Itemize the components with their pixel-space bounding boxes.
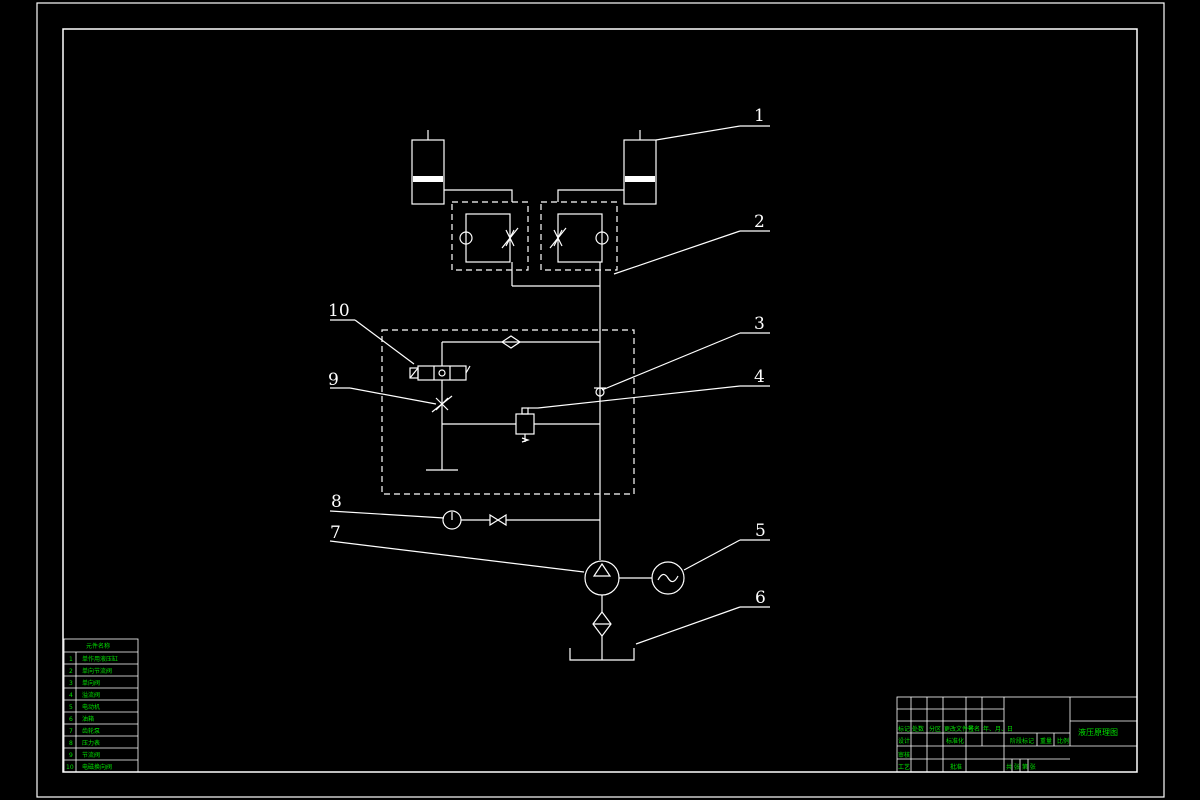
gear-pump-7 — [584, 560, 652, 596]
legend-row-no: 3 — [69, 680, 73, 687]
title-block-row-label: 签名 — [968, 725, 980, 733]
leader-lines — [329, 125, 770, 645]
callout-3: 3 — [754, 314, 765, 334]
legend-row-no: 1 — [69, 656, 73, 663]
main-pressure-line — [511, 262, 601, 560]
oil-tank-6 — [569, 595, 635, 661]
title-block-design: 设计 — [898, 737, 910, 745]
legend-row-no: 8 — [69, 740, 73, 747]
legend-row-no: 6 — [69, 716, 73, 723]
outer-sheet-border — [36, 2, 1165, 798]
legend-row-no: 7 — [69, 728, 73, 735]
title-block-row-label: 分区 — [929, 725, 941, 733]
title-block-weight: 重量 — [1040, 737, 1052, 745]
legend-row-name: 单作用液压缸 — [82, 655, 118, 663]
legend-row-name: 压力表 — [82, 739, 100, 747]
right-cylinder — [623, 130, 657, 205]
title-block-review: 审核 — [898, 751, 910, 759]
callout-1: 1 — [754, 106, 765, 126]
title-block-row-label: 年、月、日 — [983, 725, 1013, 733]
legend-row-name: 电动机 — [82, 703, 100, 711]
callout-10: 10 — [328, 301, 350, 321]
callout-4: 4 — [754, 367, 765, 387]
legend-title: 元件名称 — [86, 642, 110, 650]
title-block-stage-mark: 阶段标记 — [1010, 737, 1034, 745]
legend-row-name: 单向节流阀 — [82, 667, 112, 675]
inner-drawing-frame — [62, 28, 1138, 773]
title-block-row-label: 更改文件号 — [944, 725, 974, 733]
callout-2: 2 — [754, 212, 765, 232]
legend-row-name: 溢流阀 — [82, 691, 100, 699]
callout-5: 5 — [755, 521, 766, 541]
legend-row-no: 5 — [69, 704, 73, 711]
legend-row-no: 2 — [69, 668, 73, 675]
component-legend-table: 元件名称 1 单作用液压缸 2 单向节流阀 3 单向阀 4 溢流阀 5 电动机 … — [63, 638, 139, 773]
callout-8: 8 — [331, 492, 342, 512]
electric-motor-5 — [651, 561, 685, 595]
drawing-title: 液压原理图 — [1078, 727, 1118, 737]
title-block-standardization: 标准化 — [946, 737, 964, 745]
callout-7: 7 — [330, 523, 341, 543]
cylinder-connection-lines — [444, 189, 624, 202]
left-cylinder — [411, 130, 445, 205]
legend-row-no: 9 — [69, 752, 73, 759]
legend-row-no: 10 — [66, 764, 74, 771]
legend-row-name: 节流阀 — [82, 751, 100, 759]
callout-9: 9 — [328, 370, 339, 390]
title-block-row-label: 标记 — [898, 725, 910, 733]
right-throttle-valve — [540, 201, 618, 271]
solenoid-directional-valve — [409, 342, 471, 381]
relief-valve-4 — [442, 407, 600, 443]
pressure-gauge-8 — [442, 510, 600, 530]
title-block: 标记 处数 分区 更改文件号 签名 年、月、日 设计 标准化 审核 工艺 批准 … — [896, 696, 1138, 773]
title-block-sheets: 共 张 第 张 — [1006, 763, 1036, 771]
title-block-approve: 批准 — [950, 763, 962, 771]
check-valve-3 — [594, 387, 606, 397]
throttle-valve-9 — [426, 380, 458, 471]
valve-group-enclosure — [381, 329, 635, 495]
legend-row-name: 齿轮泵 — [82, 727, 100, 735]
legend-row-name: 单向阀 — [82, 679, 100, 687]
title-block-process: 工艺 — [898, 763, 910, 771]
title-block-scale: 比例 — [1057, 737, 1069, 745]
left-throttle-valve — [451, 201, 529, 271]
return-filter — [442, 335, 600, 349]
legend-row-name: 电磁换向阀 — [82, 763, 112, 771]
legend-row-no: 4 — [69, 692, 73, 699]
legend-row-name: 油箱 — [82, 715, 94, 723]
title-block-row-label: 处数 — [912, 725, 924, 733]
callout-6: 6 — [755, 588, 766, 608]
